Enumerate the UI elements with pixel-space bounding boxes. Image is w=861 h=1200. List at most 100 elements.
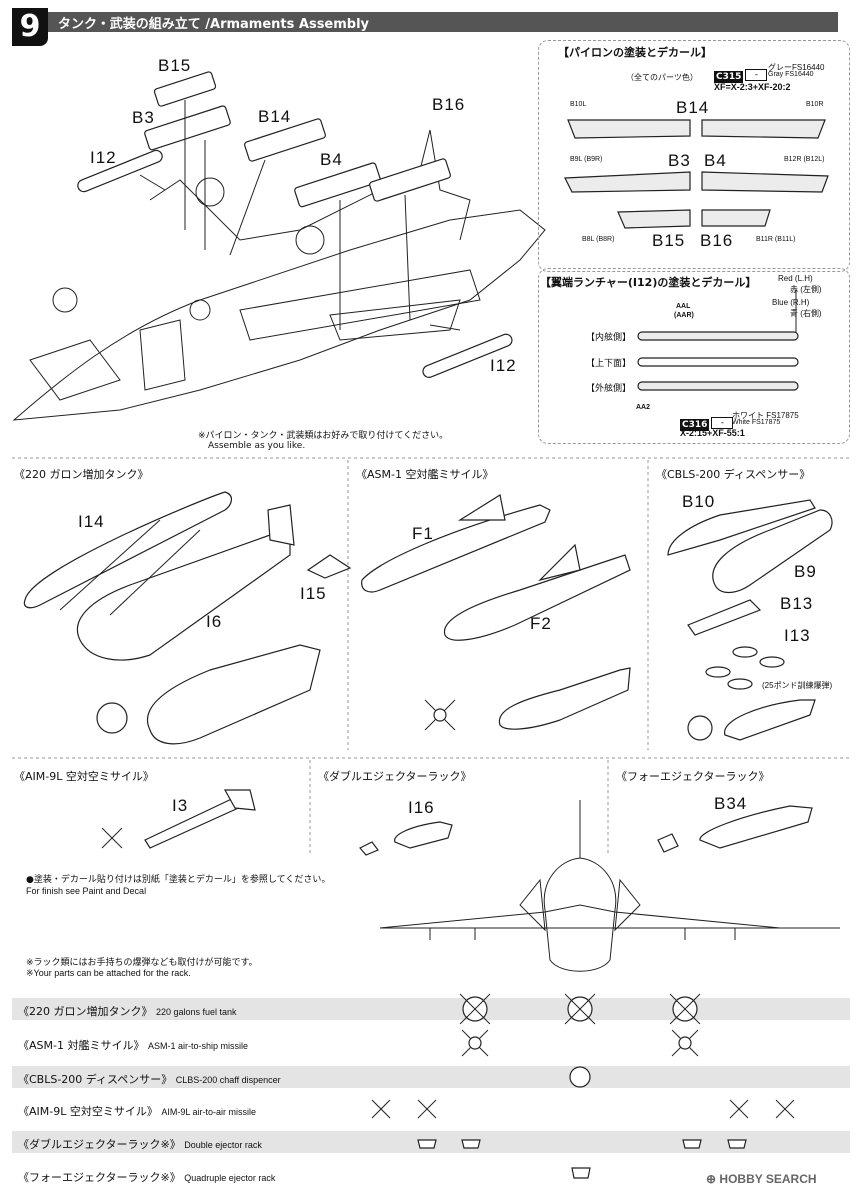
label-f1: F1	[412, 524, 434, 543]
b14-right-drawing	[701, 119, 826, 139]
loadout-double-icon-4	[727, 1139, 747, 1149]
loadout-tank-icon-3	[669, 993, 701, 1025]
dispenser-side-view	[724, 699, 816, 741]
loadout-asm-icon-2	[671, 1029, 699, 1057]
pylon-color-mix: XF=X-2:3+XF-20:2	[714, 82, 791, 92]
b15-drawing	[617, 209, 691, 229]
missile-f1-shape	[361, 504, 551, 593]
section-cbls-title: 《CBLS-200 ディスペンサー》	[656, 468, 811, 481]
pylon-panel-title: 【パイロンの塗装とデカール】	[558, 46, 712, 59]
loadout-aim-icon-2	[417, 1099, 437, 1119]
launcher-red-en: Red (L.H)	[778, 274, 813, 283]
dispenser-b13-shape	[687, 599, 762, 636]
decal-b10l: B10L	[570, 101, 587, 108]
label-i16: I16	[408, 798, 435, 817]
b14-left-drawing	[567, 119, 691, 139]
launcher-color-jp: ホワイト FS17875	[732, 411, 799, 420]
section-fuel-tank-title: 《220 ガロン増加タンク》	[14, 468, 149, 481]
label-b9: B9	[794, 562, 817, 581]
loadout-aim-en: AIM-9L air-to-air missile	[161, 1107, 257, 1117]
nose-wheel	[52, 287, 78, 313]
loadout-double-icon-2	[461, 1139, 481, 1149]
underwing-pylon-area	[239, 269, 481, 341]
label-b16: B16	[432, 95, 466, 114]
decal-aa2: AA2	[636, 404, 651, 411]
decal-aar: (AAR)	[674, 312, 694, 319]
missile-f1-fin	[457, 494, 506, 521]
practice-bomb-1	[705, 666, 731, 678]
loadout-four-en: Quadruple ejector rack	[184, 1173, 276, 1183]
assemble-note-jp: ※パイロン・タンク・武装類はお好みで取り付けてください。	[198, 431, 449, 441]
loadout-asm-icon-1	[461, 1029, 489, 1057]
main-wheel	[195, 177, 225, 207]
section-asm-title: 《ASM-1 空対艦ミサイル》	[356, 468, 494, 481]
dispenser-front-view	[687, 715, 713, 741]
launcher-color-mix: X-2:15+XF-55:1	[680, 428, 745, 438]
tank-side-view	[146, 644, 321, 745]
decal-b9l: B9L (B9R)	[570, 156, 603, 163]
launcher-outer-drawing	[637, 381, 799, 391]
tank-i14-shape	[23, 491, 232, 609]
pylon-code-dash: -	[745, 68, 768, 81]
engine-nozzle	[139, 319, 186, 391]
label-i13: I13	[784, 626, 811, 645]
loadout-double-label: 《ダブルエジェクターラック※》 Double ejector rack	[18, 1136, 262, 1152]
launcher-i12-left-shape	[77, 149, 163, 193]
dispenser-b9-shape	[712, 509, 833, 594]
missile-f2-shape	[443, 554, 631, 641]
loadout-tank-icon-1	[459, 993, 491, 1025]
four-ejector-front	[657, 833, 679, 853]
page-title: タンク・武装の組み立て /Armaments Assembly	[58, 17, 370, 32]
front-fuselage	[543, 857, 617, 972]
intake	[189, 299, 211, 321]
front-intakes	[519, 878, 641, 932]
decal-b12r: B12R (B12L)	[784, 156, 825, 163]
watermark-logo-icon: ⊕	[706, 1172, 717, 1186]
section-double-ejector-title: 《ダブルエジェクターラック》	[318, 770, 472, 783]
practice-bomb-4	[727, 678, 753, 690]
tank-front-view	[96, 702, 128, 734]
outrigger-wheel	[295, 225, 325, 255]
missile-f2-fin	[538, 543, 581, 582]
loadout-aim-icon-1	[371, 1099, 391, 1119]
assemble-note-en: Assemble as you like.	[208, 441, 306, 451]
decal-aal: AAL	[676, 303, 691, 310]
label-i15: I15	[300, 584, 327, 603]
launcher-panel-title: 【翼端ランチャー(I12)の塗装とデカール】	[540, 276, 757, 289]
loadout-double-icon-3	[682, 1139, 702, 1149]
step-number: 9	[12, 8, 48, 46]
label-b3: B3	[132, 108, 155, 127]
missile-front-view	[433, 708, 447, 722]
pylon-all-parts: （全てのパーツ色）	[626, 73, 698, 82]
pylon-code-badge: C315	[714, 71, 744, 83]
decal-b10r: B10R	[806, 101, 824, 108]
pylon-b4-shape	[294, 162, 381, 208]
launcher-row-outer: 【外舷側】	[586, 384, 632, 394]
tank-i15-shape	[306, 554, 352, 579]
aim-fin	[223, 789, 256, 811]
label-b4: B4	[320, 150, 343, 169]
launcher-paint-panel	[538, 268, 850, 444]
loadout-tank-label: 《220 ガロン増加タンク》 220 galons fuel tank	[18, 1003, 237, 1019]
launcher-row-inner: 【内舷側】	[586, 333, 632, 343]
practice-bomb-2	[732, 646, 758, 658]
loadout-double-en: Double ejector rack	[184, 1140, 262, 1150]
label-i3: I3	[172, 796, 189, 815]
b3-drawing	[564, 171, 691, 193]
header-bar	[46, 12, 838, 32]
launcher-color-en: White FS17875	[732, 419, 781, 426]
pylon-part-b14: B14	[676, 98, 710, 117]
pylon-color-code: C315-	[714, 64, 768, 83]
launcher-blue-jp: 青 (右側)	[790, 309, 822, 318]
launcher-top-drawing	[637, 357, 799, 367]
pylon-b15-shape	[153, 71, 217, 107]
label-b10: B10	[682, 492, 716, 511]
missile-side-view	[498, 667, 631, 730]
